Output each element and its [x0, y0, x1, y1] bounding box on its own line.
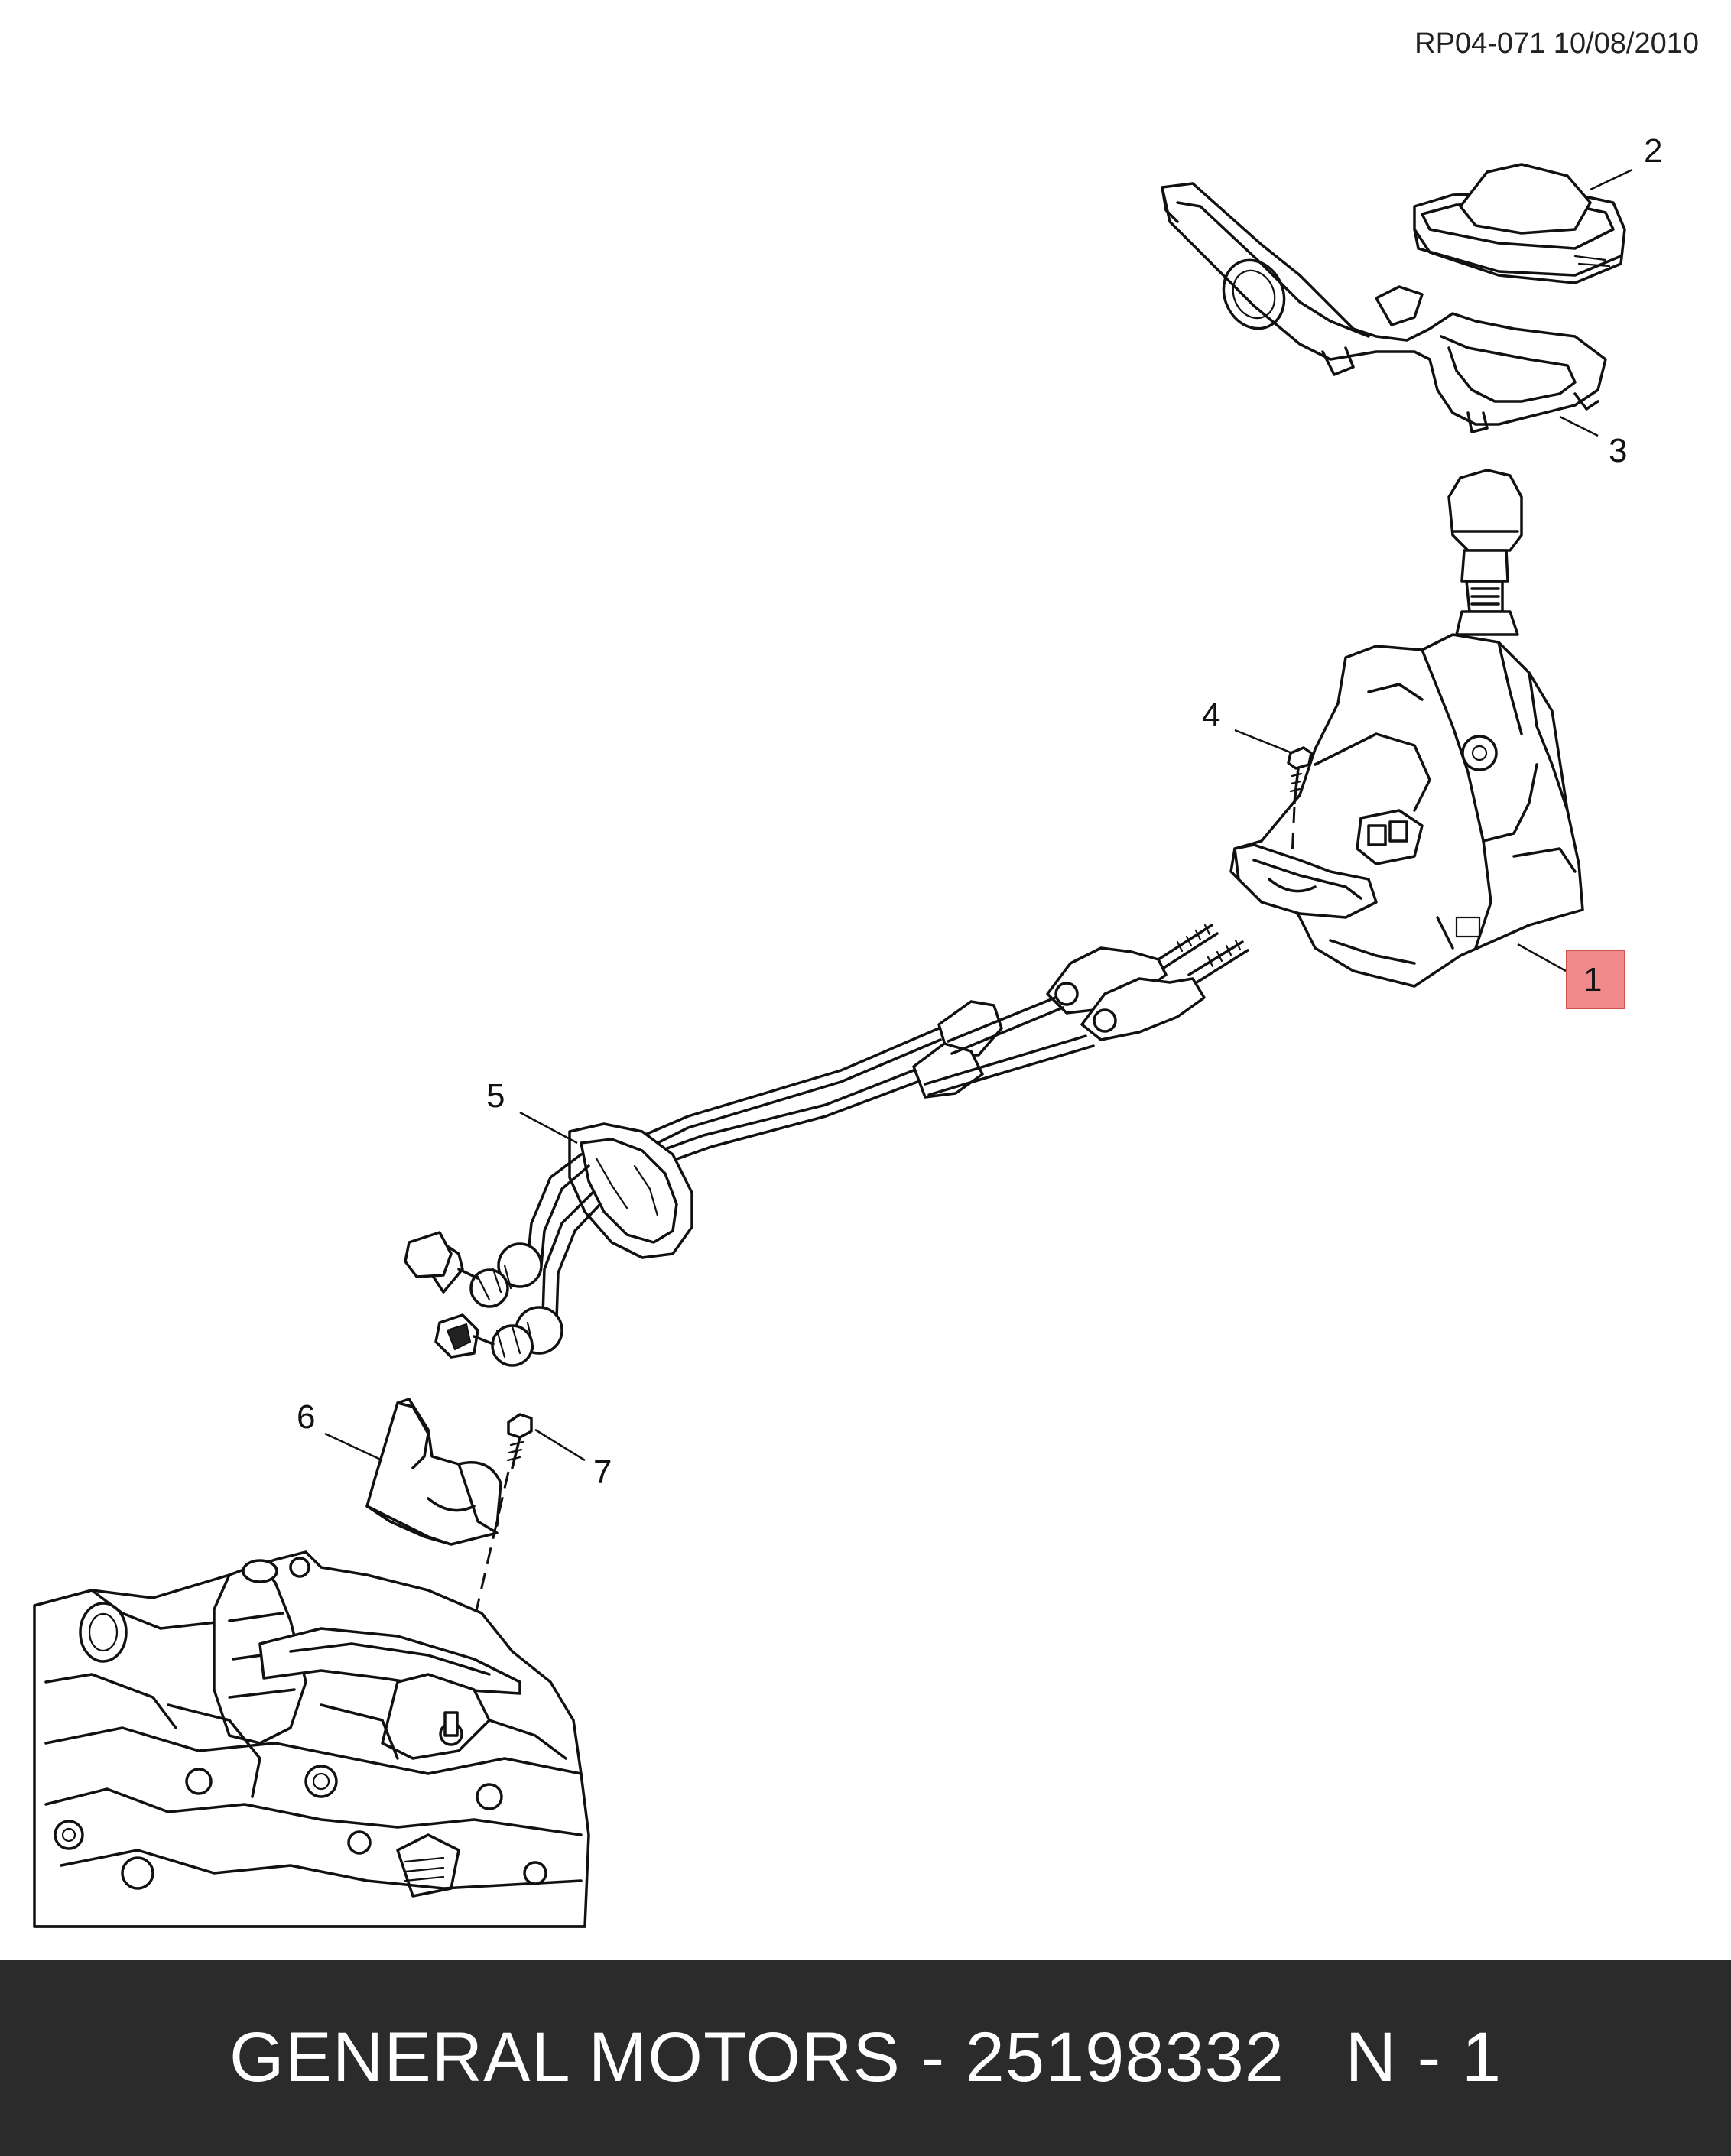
leader-line-6: [324, 1432, 383, 1462]
leader-line-2: [1590, 168, 1633, 191]
shift-boot: [1413, 163, 1626, 284]
callout-6: 6: [297, 1398, 316, 1436]
shift-cables: [404, 924, 1249, 1367]
callout-7: 7: [593, 1453, 612, 1491]
transmission-housing: [33, 1550, 590, 1928]
leader-line-1: [1517, 943, 1567, 972]
gear-shift-control-assembly: [1229, 469, 1584, 988]
console-trim-frame: [1161, 182, 1607, 433]
drawing-reference: RP04-071 10/08/2010: [1414, 28, 1699, 60]
callout-4: 4: [1202, 696, 1221, 734]
callout-3: 3: [1609, 432, 1628, 469]
callout-1: 1: [1583, 961, 1603, 998]
cable-bracket: [365, 1398, 502, 1546]
leader-line-7: [534, 1428, 586, 1462]
leader-line-5: [519, 1111, 578, 1145]
callout-2: 2: [1644, 132, 1663, 170]
exploded-parts-diagram: [33, 163, 1633, 1928]
leader-line-4: [1234, 729, 1293, 755]
leader-line-3: [1559, 415, 1599, 437]
callout-5: 5: [486, 1077, 505, 1115]
footer-banner: GENERAL MOTORS - 25198332 N - 1: [0, 1960, 1731, 2156]
bolt-4: [1287, 746, 1313, 857]
callout-1-highlight: [1566, 950, 1625, 1009]
footer-part-title: GENERAL MOTORS - 25198332 N - 1: [229, 2018, 1502, 2096]
